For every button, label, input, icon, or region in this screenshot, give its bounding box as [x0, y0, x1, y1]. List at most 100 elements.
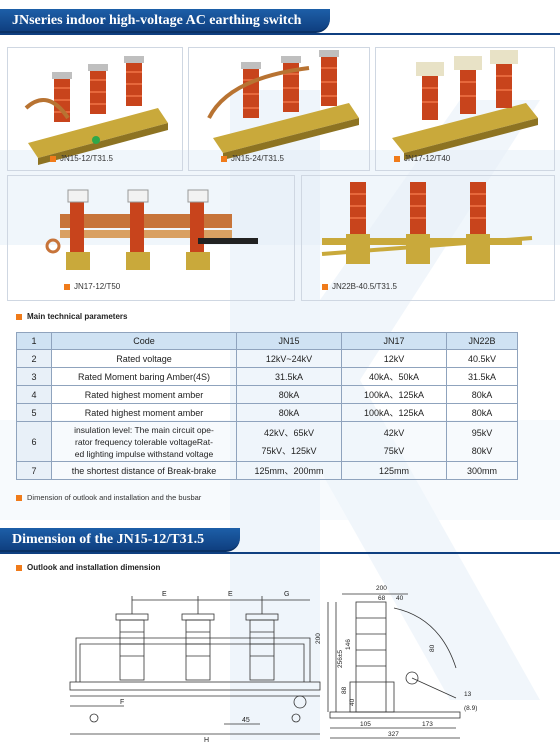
dim-label: 327	[388, 731, 399, 738]
table-cell: 80kA	[446, 403, 518, 422]
table-cell: 7	[16, 461, 52, 480]
product-label: JN15-12/T31.5	[50, 154, 113, 163]
dim-label: 68	[378, 595, 386, 602]
product-photo-jn17-40: JN17-12/T40	[375, 47, 555, 171]
product-photo-jn15-12: JN15-12/T31.5	[7, 47, 183, 171]
dim-label: (8.9)	[464, 705, 477, 712]
table-cell: the shortest distance of Break-brake	[51, 461, 237, 480]
product-photo-jn22b: JN22B-40.5/T31.5	[301, 175, 555, 301]
product-label: JN17-12/T40	[394, 154, 450, 163]
table-row: 4 Rated highest moment amber 80kA 100kA、…	[16, 385, 518, 404]
dim-label: E	[228, 591, 233, 598]
cell-line: ed lighting impulse withstand voltage	[74, 448, 214, 459]
bullet-icon	[16, 494, 22, 501]
table-cell: 6	[16, 421, 52, 462]
table-cell: 80kA	[236, 385, 342, 404]
table-row: 6 insulation level: The main circuit ope…	[16, 421, 518, 462]
table-cell: Code	[51, 332, 237, 350]
table-cell: 40kA、50kA	[341, 367, 447, 386]
table-cell: Rated highest moment amber	[51, 385, 237, 404]
dim-label: 88	[341, 686, 348, 694]
bullet-icon	[50, 155, 56, 162]
bullet-icon	[322, 283, 328, 290]
table-cell: 80kA	[446, 385, 518, 404]
dim-label: F	[120, 699, 124, 706]
bullet-icon	[64, 283, 70, 290]
params-section-title: Main technical parameters	[16, 312, 127, 321]
cell-line: 95kV	[471, 427, 493, 438]
dim-label: 173	[422, 721, 433, 728]
product-label: JN22B-40.5/T31.5	[322, 282, 397, 291]
front-view	[69, 596, 321, 735]
dimension-title: Dimension of the JN15-12/T31.5	[0, 528, 240, 552]
table-cell: JN15	[236, 332, 342, 350]
dim-label: 146	[345, 639, 352, 650]
table-cell: 125mm	[341, 461, 447, 480]
table-cell: Rated voltage	[51, 349, 237, 368]
cell-line: rator frequency tolerable voltageRat-	[75, 436, 213, 447]
table-cell: 40.5kV	[446, 349, 518, 368]
bullet-icon	[221, 155, 227, 162]
cell-line: 75kV、125kV	[261, 445, 317, 456]
table-row: 3 Rated Moment baring Amber(4S) 31.5kA 4…	[16, 367, 518, 386]
dim-label: 200	[315, 633, 322, 644]
table-cell: 12kV	[341, 349, 447, 368]
cell-line: 42kV	[383, 427, 405, 438]
product-photo-jn15-24: JN15-24/T31.5	[188, 47, 370, 171]
cell-line: insulation level: The main circuit ope-	[74, 424, 214, 435]
dimension-note: Dimension of outlook and installation an…	[16, 493, 201, 502]
dim-label: 200	[376, 585, 387, 592]
side-view	[327, 593, 461, 739]
bullet-icon	[16, 313, 22, 320]
table-cell: 12kV~24kV	[236, 349, 342, 368]
dim-label: H	[204, 737, 209, 742]
table-cell: 100kA、125kA	[341, 403, 447, 422]
table-cell: JN17	[341, 332, 447, 350]
table-row: 2 Rated voltage 12kV~24kV 12kV 40.5kV	[16, 349, 518, 368]
dim-label: 13	[464, 691, 472, 698]
table-cell: 80kA	[236, 403, 342, 422]
table-row: 5 Rated highest moment amber 80kA 100kA、…	[16, 403, 518, 422]
bullet-icon	[394, 155, 400, 162]
header-rule	[0, 552, 560, 554]
page-title: JNseries indoor high-voltage AC earthing…	[0, 9, 330, 33]
cell-line: 75kV	[383, 445, 405, 456]
product-label: JN15-24/T31.5	[221, 154, 284, 163]
table-cell: Rated Moment baring Amber(4S)	[51, 367, 237, 386]
cell-line: 80kV	[471, 445, 493, 456]
dim-label: 256±5	[337, 650, 344, 668]
dim-label: 105	[360, 721, 371, 728]
table-row: 7 the shortest distance of Break-brake 1…	[16, 461, 518, 480]
table-cell: 2	[16, 349, 52, 368]
dim-label: G	[284, 591, 289, 598]
table-cell: 300mm	[446, 461, 518, 480]
dim-label: 45	[242, 717, 250, 724]
cell-line: 42kV、65kV	[263, 427, 315, 438]
bullet-icon	[16, 564, 22, 571]
dim-label: E	[162, 591, 167, 598]
dim-label: 40	[396, 595, 404, 602]
table-cell: 42kV、65kV 75kV、125kV	[236, 421, 342, 462]
table-cell: 31.5kA	[446, 367, 518, 386]
table-cell: 1	[16, 332, 52, 350]
table-cell: 4	[16, 385, 52, 404]
table-header-row: 1 Code JN15 JN17 JN22B	[16, 332, 518, 350]
table-cell: 31.5kA	[236, 367, 342, 386]
table-cell: 125mm、200mm	[236, 461, 342, 480]
params-table: 1 Code JN15 JN17 JN22B 2 Rated voltage 1…	[16, 332, 518, 480]
dimension-drawing: E E G F H 45 200 68 40 200 256±5 146 88 …	[69, 585, 477, 742]
table-cell: 95kV 80kV	[446, 421, 518, 462]
table-cell: 3	[16, 367, 52, 386]
dimension-subtitle: Outlook and installation dimension	[16, 563, 160, 572]
table-cell: 100kA、125kA	[341, 385, 447, 404]
table-cell: insulation level: The main circuit ope- …	[51, 421, 237, 462]
product-label: JN17-12/T50	[64, 282, 120, 291]
table-cell: 5	[16, 403, 52, 422]
table-cell: JN22B	[446, 332, 518, 350]
header-rule	[0, 33, 560, 35]
table-cell: Rated highest moment amber	[51, 403, 237, 422]
dim-label: 40	[349, 698, 356, 706]
dim-label: 80	[429, 644, 436, 652]
table-cell: 42kV 75kV	[341, 421, 447, 462]
product-photo-jn17-50: JN17-12/T50	[7, 175, 295, 301]
